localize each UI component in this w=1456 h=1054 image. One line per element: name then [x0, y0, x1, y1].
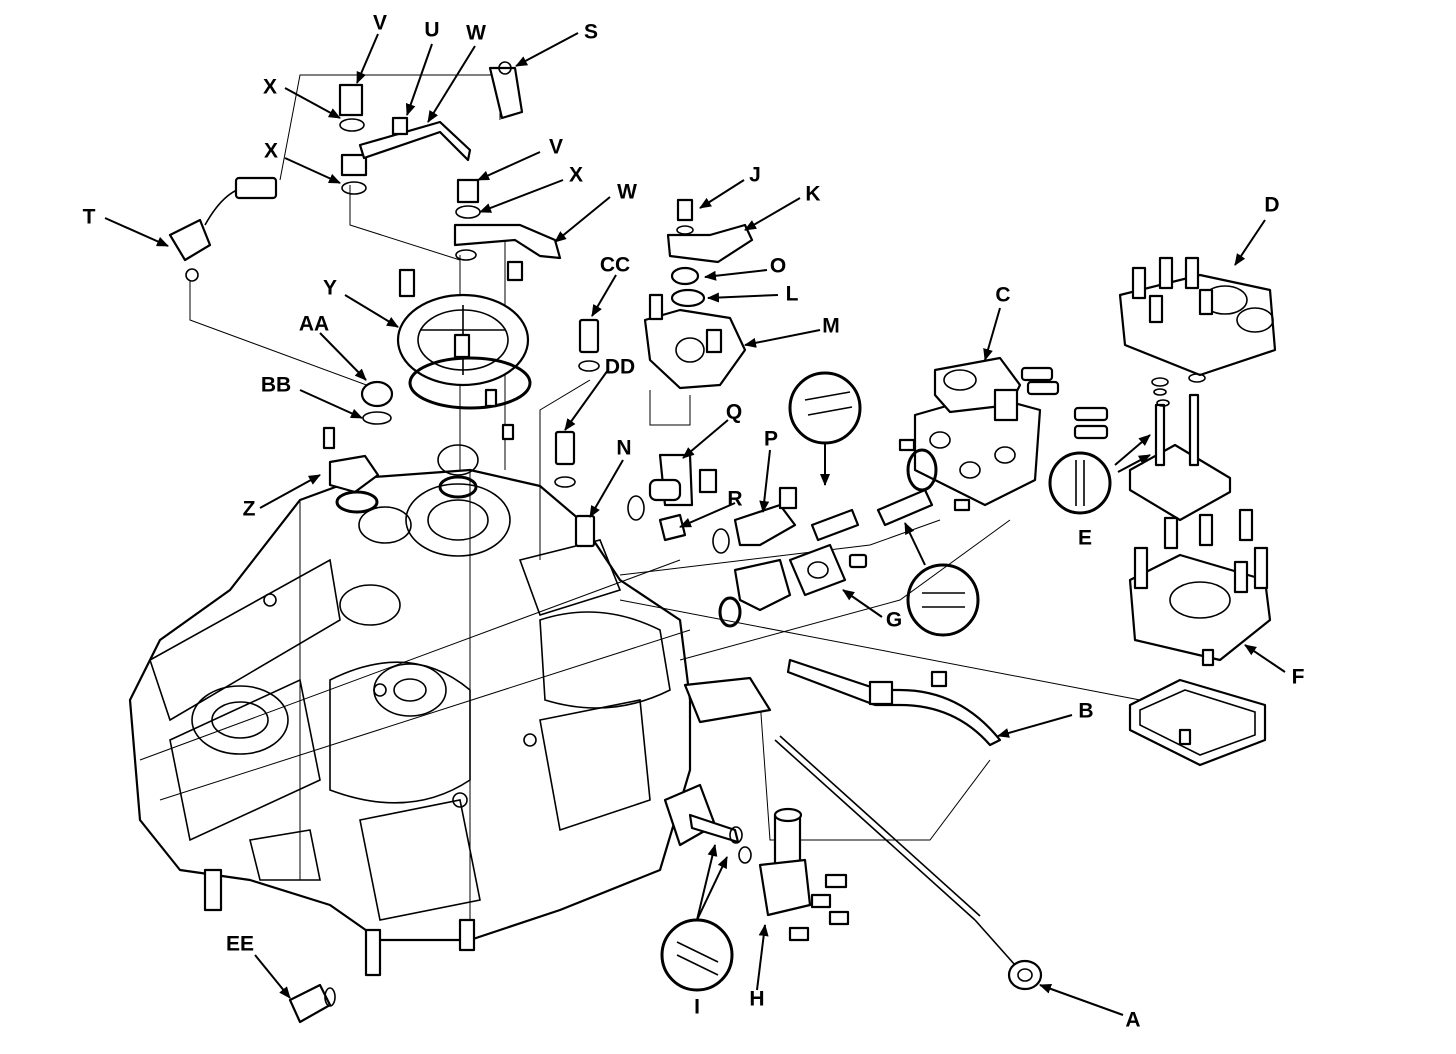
callout-t: T — [83, 206, 96, 229]
callout-c: C — [995, 284, 1010, 307]
callout-r: R — [727, 488, 742, 511]
callout-bb: BB — [261, 374, 291, 397]
detail-circle-upper — [788, 371, 862, 445]
valve-body-c — [810, 356, 1109, 542]
separator-plate-e — [1114, 388, 1232, 522]
valve-body-d — [1118, 256, 1277, 387]
callout-v-2: V — [549, 136, 563, 159]
callout-x: X — [263, 76, 277, 99]
callout-labels: A B C D E F G H I J K O L M N P Q R S T … — [83, 12, 1305, 1032]
callout-b: B — [1078, 700, 1093, 723]
callout-a: A — [1125, 1009, 1140, 1032]
solenoid-g — [718, 543, 868, 628]
callout-o: O — [770, 255, 786, 278]
callout-dd: DD — [605, 356, 635, 379]
callout-cc: CC — [600, 254, 630, 277]
callout-n: N — [616, 437, 631, 460]
callout-d: D — [1264, 194, 1279, 217]
valve-body-f — [1128, 508, 1272, 767]
callout-k: K — [805, 183, 820, 206]
callout-aa: AA — [299, 313, 329, 336]
callout-v: V — [373, 12, 387, 35]
detail-circle-lower — [906, 563, 980, 637]
pipe-and-dipstick — [683, 658, 1043, 991]
callout-e: E — [1078, 527, 1092, 550]
callout-q: Q — [726, 401, 742, 424]
callout-z: Z — [243, 498, 256, 521]
callout-x-3: X — [569, 164, 583, 187]
callout-l: L — [786, 283, 799, 306]
callout-s: S — [584, 21, 598, 44]
detail-circle-i — [660, 918, 734, 992]
callout-m: M — [822, 315, 840, 338]
callout-h: H — [749, 988, 764, 1011]
callout-p: P — [764, 428, 778, 451]
speed-sensor-assembly — [168, 61, 562, 282]
callout-x-2: X — [264, 140, 278, 163]
pressure-switches — [554, 318, 798, 554]
transmission-housing — [128, 468, 692, 977]
callout-w-2: W — [617, 181, 637, 204]
callout-f: F — [1292, 666, 1305, 689]
cover-assembly — [322, 268, 532, 514]
callout-i: I — [694, 996, 700, 1019]
lower-components — [288, 783, 850, 1024]
callout-y: Y — [323, 277, 337, 300]
callout-g: G — [886, 609, 902, 632]
callout-j: J — [749, 164, 761, 187]
callout-w: W — [466, 22, 486, 45]
solenoid-assembly — [643, 198, 754, 390]
callout-leaders — [104, 32, 1286, 1016]
callout-ee: EE — [226, 933, 254, 956]
callout-u: U — [424, 19, 439, 42]
detail-circle-e — [1048, 451, 1112, 515]
